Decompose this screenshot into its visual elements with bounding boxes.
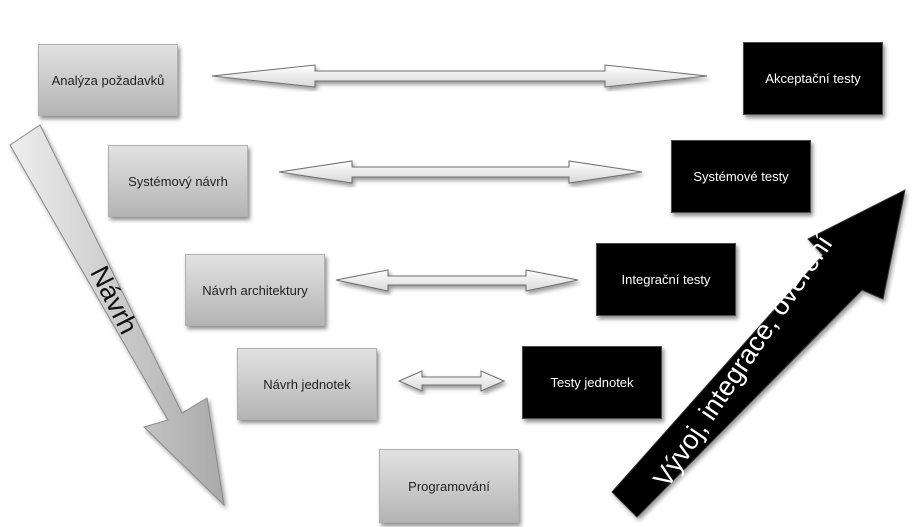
unit-tests-box: Testy jednotek [522, 346, 662, 419]
integration-tests-box: Integrační testy [596, 243, 736, 316]
up-arrow-shape [611, 189, 906, 518]
system-design-box: Systémový návrh [108, 145, 248, 217]
double-arrow-2 [278, 160, 643, 184]
requirements-analysis-box: Analýza požadavků [38, 44, 178, 116]
architecture-design-box: Návrh architektury [185, 254, 325, 326]
system-tests-box: Systémové testy [671, 140, 811, 213]
double-arrow-1 [211, 64, 708, 88]
unit-design-box: Návrh jednotek [237, 348, 377, 420]
down-arrow-shape [9, 124, 225, 507]
programming-box: Programování [379, 449, 519, 523]
double-arrow-4 [397, 370, 506, 392]
acceptance-tests-box: Akceptační testy [743, 42, 883, 115]
double-arrow-3 [335, 269, 579, 292]
